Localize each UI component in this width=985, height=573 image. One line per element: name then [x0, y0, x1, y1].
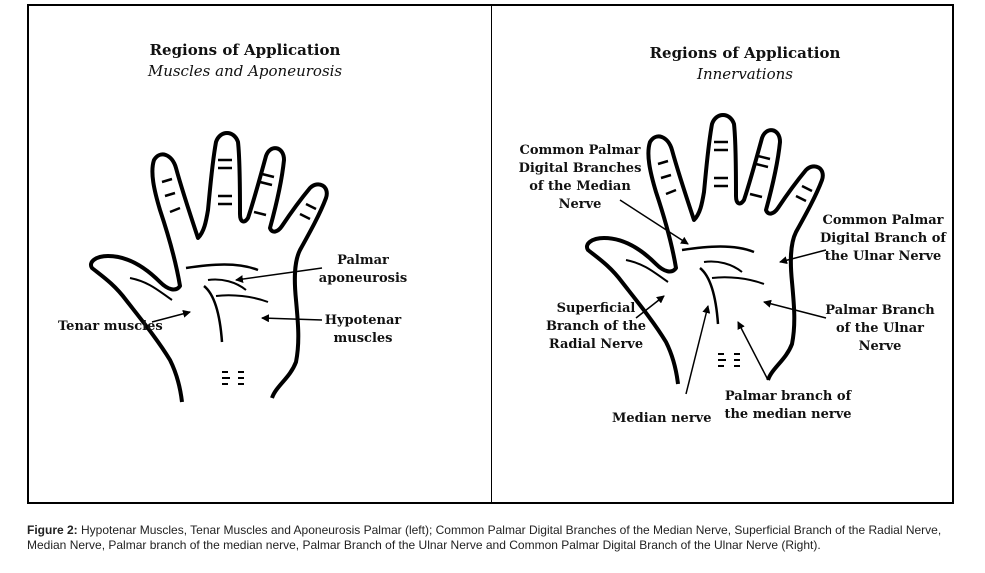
label-common-median: Common Palmar Digital Branches of the Me… [510, 142, 650, 214]
left-hand-drawing [88, 131, 329, 404]
label-common-median-line2: Digital Branches [518, 161, 642, 176]
right-title-sub: Innervations [697, 65, 793, 83]
arrow-hypotenar [261, 314, 323, 323]
caption-text: Hypotenar Muscles, Tenar Muscles and Apo… [27, 523, 942, 552]
label-common-ulnar-line3: the Ulnar Nerve [824, 249, 942, 264]
label-palmar-ulnar: Palmar Branch of the Ulnar Nerve [820, 302, 940, 356]
label-palmar-ulnar-line2: of the Ulnar [835, 321, 925, 336]
figure-frame [27, 4, 954, 504]
label-common-median-line3: of the Median [529, 179, 631, 194]
arrow-median-nerve [685, 305, 711, 395]
label-palmar-median-line1: Palmar branch of [724, 389, 852, 404]
label-palmar-ulnar-line1: Palmar Branch [825, 303, 935, 318]
right-panel-title: Regions of Application Innervations [620, 43, 870, 85]
arrow-common-median [619, 199, 689, 245]
figure-caption: Figure 2: Hypotenar Muscles, Tenar Muscl… [27, 523, 972, 553]
arrow-tenar [151, 309, 191, 323]
arrow-palmar-median [737, 321, 769, 381]
label-median-nerve: Median nerve [612, 411, 712, 426]
label-palmar-line2: aponeurosis [318, 271, 408, 286]
left-title-main: Regions of Application [149, 41, 341, 59]
arrow-superficial-radial [635, 295, 665, 319]
label-superficial-radial-line2: Branch of the [545, 319, 647, 334]
label-hypotenar-line2: muscles [333, 331, 393, 346]
label-common-median-line4: Nerve [558, 197, 602, 212]
label-superficial-radial-line3: Radial Nerve [548, 337, 644, 352]
arrow-palmar-ulnar [763, 299, 827, 319]
label-superficial-radial-line1: Superficial [556, 301, 636, 316]
label-superficial-radial: Superficial Branch of the Radial Nerve [536, 300, 656, 354]
label-hypotenar-muscles: Hypotenar muscles [318, 312, 408, 348]
label-palmar-ulnar-line3: Nerve [858, 339, 902, 354]
left-title-sub: Muscles and Aponeurosis [147, 62, 343, 80]
label-hypotenar-line1: Hypotenar [324, 313, 402, 328]
arrow-common-ulnar [779, 249, 827, 265]
label-common-ulnar: Common Palmar Digital Branch of the Ulna… [818, 212, 948, 266]
label-common-ulnar-line1: Common Palmar [822, 213, 944, 228]
label-common-median-line1: Common Palmar [519, 143, 641, 158]
label-palmar-line1: Palmar [337, 253, 389, 268]
right-title-main: Regions of Application [649, 44, 841, 62]
label-palmar-median-line2: the median nerve [724, 407, 852, 422]
caption-prefix: Figure 2: [27, 523, 78, 537]
label-common-ulnar-line2: Digital Branch of [819, 231, 946, 246]
arrow-palmar-aponeurosis [235, 267, 323, 283]
left-panel-title: Regions of Application Muscles and Apone… [120, 40, 370, 82]
label-tenar-muscles: Tenar muscles [58, 319, 163, 334]
panel-divider [491, 4, 492, 504]
label-palmar-aponeurosis: Palmar aponeurosis [318, 252, 408, 288]
label-palmar-median: Palmar branch of the median nerve [718, 388, 858, 424]
